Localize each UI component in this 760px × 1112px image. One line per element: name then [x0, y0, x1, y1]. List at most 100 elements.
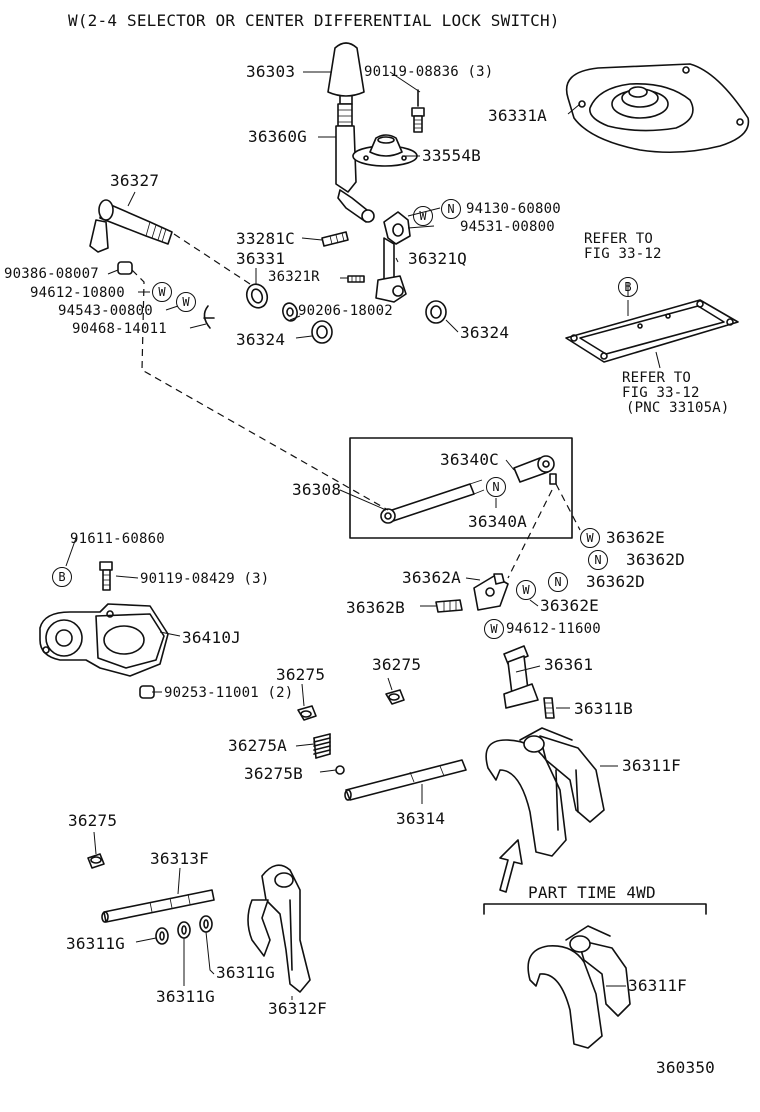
part-time-4wd-label: PART TIME 4WD	[528, 883, 656, 902]
washer-symbol-w: W	[152, 282, 172, 302]
label-36410j[interactable]: 36410J	[182, 628, 241, 647]
label-36311f-top[interactable]: 36311F	[622, 756, 681, 775]
label-90119-08836[interactable]: 90119-08836 (3)	[364, 64, 494, 80]
refer-2-line1: REFER TO	[622, 370, 692, 386]
shift-fork-36311f-bottom	[527, 925, 631, 1049]
label-36324-left[interactable]: 36324	[236, 330, 286, 349]
label-36321q[interactable]: 36321Q	[408, 249, 467, 268]
label-36311g-b[interactable]: 36311G	[156, 987, 215, 1006]
label-36362d-top[interactable]: 36362D	[626, 550, 685, 569]
nut-symbol-n: N	[588, 550, 608, 570]
clip-90468-14011	[203, 305, 215, 329]
bracket-36362a	[473, 573, 509, 611]
label-36362a[interactable]: 36362A	[402, 568, 461, 587]
label-94531-00800[interactable]: 94531-00800	[460, 219, 555, 235]
refer-2-line3: (PNC 33105A)	[626, 400, 730, 416]
label-33554b[interactable]: 33554B	[422, 146, 481, 165]
label-36312f[interactable]: 36312F	[268, 999, 327, 1018]
label-90119-08429[interactable]: 90119-08429 (3)	[140, 571, 270, 587]
label-36331a[interactable]: 36331A	[488, 106, 547, 125]
refer-1-line1: REFER TO	[584, 231, 654, 247]
shift-boot-33554b	[352, 134, 418, 167]
arrow-up	[499, 839, 523, 893]
rod-group-frame	[349, 437, 573, 539]
label-36275-b[interactable]: 36275	[372, 655, 422, 674]
washer-symbol-w: W	[580, 528, 600, 548]
label-36275-c[interactable]: 36275	[68, 811, 118, 830]
refer-2-line2: FIG 33-12	[622, 385, 700, 401]
seal-36324-right	[425, 300, 447, 324]
label-94612-11600[interactable]: 94612-11600	[506, 621, 601, 637]
shift-housing-36410j	[39, 603, 169, 677]
label-36308[interactable]: 36308	[292, 480, 342, 499]
diagram-title: W(2-4 SELECTOR OR CENTER DIFFERENTIAL LO…	[68, 11, 560, 30]
label-36311g-a[interactable]: 36311G	[66, 934, 125, 953]
label-36360g[interactable]: 36360G	[248, 127, 307, 146]
shift-fork-36311f-top	[485, 727, 605, 857]
label-91611-60860[interactable]: 91611-60860	[70, 531, 165, 547]
shift-fork-36312f	[247, 864, 311, 993]
bushing-36275-a	[297, 705, 317, 721]
label-36362e-mid[interactable]: 36362E	[540, 596, 599, 615]
label-36327[interactable]: 36327	[110, 171, 160, 190]
label-90206-18002[interactable]: 90206-18002	[298, 303, 393, 319]
label-36340a[interactable]: 36340A	[468, 512, 527, 531]
shift-lever	[335, 103, 375, 223]
leader-lines	[65, 71, 661, 1000]
label-36275a[interactable]: 36275A	[228, 736, 287, 755]
label-94612-10800[interactable]: 94612-10800	[30, 285, 125, 301]
label-36313f[interactable]: 36313F	[150, 849, 209, 868]
snap-ring-36311g-b	[177, 921, 191, 939]
label-94130-60800[interactable]: 94130-60800	[466, 201, 561, 217]
label-36331[interactable]: 36331	[236, 249, 286, 268]
seal-36331	[245, 283, 269, 309]
shift-lever-36321q	[375, 211, 411, 303]
label-90253-11001[interactable]: 90253-11001 (2)	[164, 685, 294, 701]
rod-end-36340c	[513, 455, 557, 485]
pin-36362b	[435, 599, 463, 613]
nut-symbol-n: N	[486, 477, 506, 497]
label-36362d-mid[interactable]: 36362D	[586, 572, 645, 591]
gasket-cover	[565, 299, 739, 363]
label-36311f-bottom[interactable]: 36311F	[628, 976, 687, 995]
pin-33281c	[321, 231, 349, 247]
label-36303[interactable]: 36303	[246, 62, 296, 81]
pin-36321r	[347, 275, 365, 283]
bushing-36275-b	[385, 689, 405, 705]
label-36362e-top[interactable]: 36362E	[606, 528, 665, 547]
label-36311g-c[interactable]: 36311G	[216, 963, 275, 982]
bolt-90119-08836	[411, 89, 425, 133]
label-36275b[interactable]: 36275B	[244, 764, 303, 783]
label-94543-00800[interactable]: 94543-00800	[58, 303, 153, 319]
label-36340c[interactable]: 36340C	[440, 450, 499, 469]
washer-90206-18002	[282, 302, 298, 322]
shift-shaft-36327	[89, 199, 173, 253]
shift-lever-cover-36331a	[565, 63, 750, 154]
label-36362b[interactable]: 36362B	[346, 598, 405, 617]
label-36314[interactable]: 36314	[396, 809, 446, 828]
label-33281c[interactable]: 33281C	[236, 229, 295, 248]
nut-symbol-n: N	[441, 199, 461, 219]
label-36311b[interactable]: 36311B	[574, 699, 633, 718]
washer-symbol-w: W	[516, 580, 536, 600]
snap-ring-36311g-a	[155, 927, 169, 945]
gasket-symbol-b: B	[52, 567, 72, 587]
label-36321r[interactable]: 36321R	[268, 269, 320, 285]
label-90468-14011[interactable]: 90468-14011	[72, 321, 167, 337]
washer-symbol-w: W	[176, 292, 196, 312]
label-90386-08007[interactable]: 90386-08007	[4, 266, 99, 282]
bolt-90119-08429	[99, 561, 113, 591]
washer-symbol-w: W	[413, 206, 433, 226]
gasket-symbol-b: B	[618, 277, 638, 297]
nut-symbol-n: N	[548, 572, 568, 592]
spring-36275a	[313, 733, 331, 759]
plug-90386-08007	[117, 261, 133, 275]
label-36275-a[interactable]: 36275	[276, 665, 326, 684]
part-time-bracket	[483, 903, 707, 915]
shift-head-36361	[503, 645, 539, 709]
label-36361[interactable]: 36361	[544, 655, 594, 674]
bushing-36275-c	[87, 853, 105, 869]
label-36324-right[interactable]: 36324	[460, 323, 510, 342]
